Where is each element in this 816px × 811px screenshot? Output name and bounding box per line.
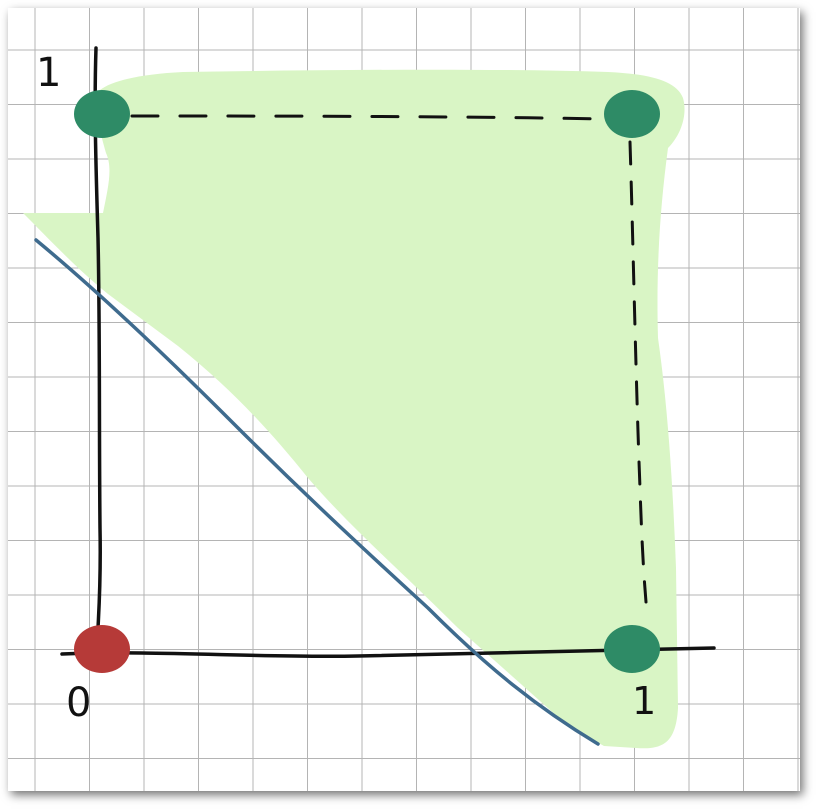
data-point-y-unit-icon [74, 90, 130, 138]
positive-region-fill [23, 69, 685, 749]
data-points [74, 90, 660, 673]
data-point-corner-icon [604, 90, 660, 138]
data-point-x-unit-icon [604, 625, 660, 673]
dashed-right-edge [628, 140, 648, 604]
x-axis [60, 646, 716, 659]
grid-paper-sheet: 1 1 0 [8, 8, 800, 791]
y-axis [93, 46, 103, 630]
decision-boundary-line [34, 238, 600, 746]
x-axis-tick-label: 1 [632, 679, 656, 723]
origin-label: 0 [66, 680, 91, 726]
y-axis-tick-label: 1 [36, 50, 61, 96]
diagram-canvas: 1 1 0 [8, 8, 800, 791]
data-point-origin-icon [74, 625, 130, 673]
dashed-top-edge [130, 114, 610, 121]
